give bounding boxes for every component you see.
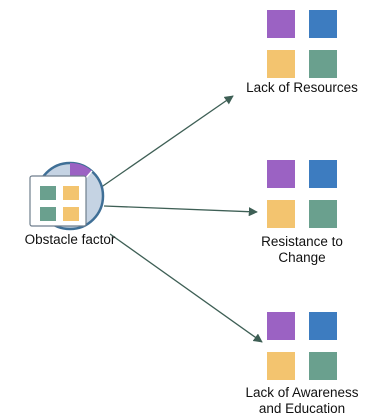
edge-obstacle-to-resistance-to-change[interactable] xyxy=(103,205,258,217)
edge-obstacle-to-lack-of-resources[interactable] xyxy=(99,95,234,189)
target-label-line: Lack of Resources xyxy=(246,80,358,95)
target-label-resistance-to-change: Resistance to Change xyxy=(222,234,374,266)
connectors xyxy=(99,95,263,343)
four-square-grid-icon xyxy=(267,10,337,78)
four-square-grid-icon xyxy=(267,160,337,228)
node-obstacle-factor[interactable] xyxy=(29,161,105,231)
target-label-line: Resistance to xyxy=(261,234,343,249)
node-resistance-to-change[interactable] xyxy=(267,160,337,228)
obstacle-factor-icon xyxy=(29,161,105,231)
source-node-label: Obstacle factor xyxy=(24,232,116,247)
target-label-line: and Education xyxy=(258,401,346,416)
target-label-lack-of-resources: Lack of Resources xyxy=(222,80,374,96)
node-lack-of-awareness-and-education[interactable] xyxy=(267,312,337,380)
four-square-grid-icon xyxy=(267,312,337,380)
target-label-line: Change xyxy=(278,250,326,265)
node-lack-of-resources[interactable] xyxy=(267,10,337,78)
target-label-lack-of-awareness-and-education: Lack of Awareness and Education xyxy=(222,385,374,417)
edge-obstacle-to-lack-of-awareness[interactable] xyxy=(109,233,263,343)
target-label-line: Lack of Awareness xyxy=(245,385,359,400)
